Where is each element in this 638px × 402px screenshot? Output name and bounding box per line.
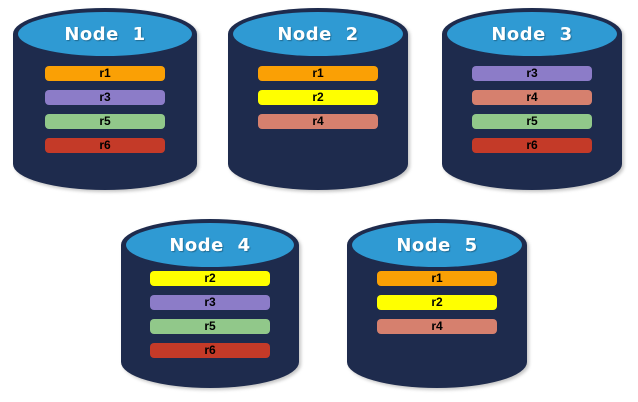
replica-bar-r2: r2: [377, 295, 497, 310]
replica-bar-r1: r1: [45, 66, 165, 81]
replica-list: r3 r4 r5 r6: [472, 66, 592, 153]
replica-list: r1 r2 r4: [377, 271, 497, 334]
replica-bar-r4: r4: [258, 114, 378, 129]
replica-bar-r3: r3: [150, 295, 270, 310]
cylinder-top-ellipse: Node 5: [352, 223, 522, 267]
node-title: Node 5: [396, 234, 478, 256]
replica-list: r2 r3 r5 r6: [150, 271, 270, 358]
node-title: Node 1: [64, 23, 146, 45]
node-cylinder: Node 3 r3 r4 r5 r6: [442, 8, 622, 190]
node-cylinder: Node 5 r1 r2 r4: [347, 219, 527, 388]
replica-bar-r6: r6: [150, 343, 270, 358]
node-cylinder: Node 2 r1 r2 r4: [228, 8, 408, 190]
node-cylinder: Node 4 r2 r3 r5 r6: [121, 219, 299, 388]
node-cylinder: Node 1 r1 r3 r5 r6: [13, 8, 197, 190]
replica-bar-r2: r2: [258, 90, 378, 105]
replica-bar-r5: r5: [472, 114, 592, 129]
replica-list: r1 r3 r5 r6: [45, 66, 165, 153]
replica-bar-r2: r2: [150, 271, 270, 286]
cylinder-top-ellipse: Node 1: [18, 12, 192, 56]
cylinder-top-ellipse: Node 2: [233, 12, 403, 56]
replica-bar-r5: r5: [45, 114, 165, 129]
replica-bar-r4: r4: [377, 319, 497, 334]
cylinder-top-ellipse: Node 4: [126, 223, 294, 267]
node-title: Node 4: [169, 234, 251, 256]
replica-bar-r1: r1: [258, 66, 378, 81]
replica-bar-r6: r6: [45, 138, 165, 153]
replica-bar-r3: r3: [472, 66, 592, 81]
cylinder-top-ellipse: Node 3: [447, 12, 617, 56]
replica-bar-r3: r3: [45, 90, 165, 105]
replica-bar-r6: r6: [472, 138, 592, 153]
replica-bar-r4: r4: [472, 90, 592, 105]
replica-list: r1 r2 r4: [258, 66, 378, 129]
node-title: Node 2: [277, 23, 359, 45]
replica-bar-r5: r5: [150, 319, 270, 334]
replica-bar-r1: r1: [377, 271, 497, 286]
node-title: Node 3: [491, 23, 573, 45]
